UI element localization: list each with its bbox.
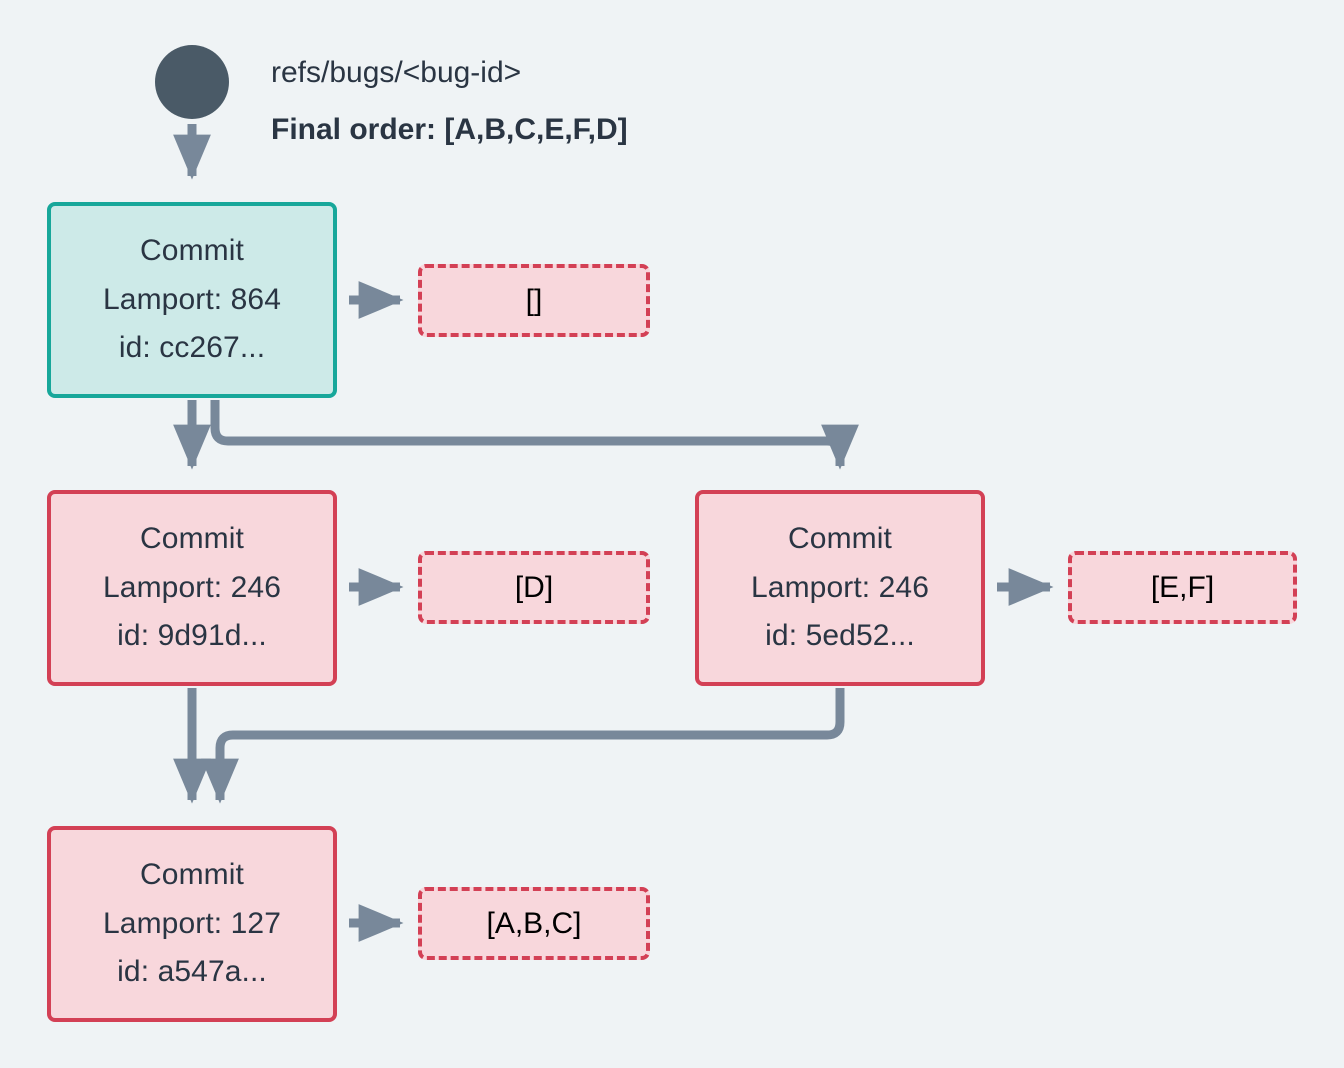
ops-box-bottom[interactable]: [A,B,C] <box>418 887 650 960</box>
commit-id: id: cc267... <box>118 331 266 365</box>
commit-id: id: a547a... <box>117 955 267 989</box>
commit-lamport: Lamport: 864 <box>103 282 281 316</box>
commit-lamport: Lamport: 246 <box>103 570 281 604</box>
commit-node-bottom[interactable]: Commit Lamport: 127 id: a547a... <box>47 826 337 1022</box>
ops-box-head[interactable]: [] <box>418 264 650 337</box>
commit-node-right-mid[interactable]: Commit Lamport: 246 id: 5ed52... <box>695 490 985 686</box>
edge-head-to-right-mid <box>210 400 859 470</box>
commit-lamport: Lamport: 127 <box>103 906 281 940</box>
ref-path-label: refs/bugs/<bug-id> <box>271 56 522 89</box>
ops-label: [E,F] <box>1150 570 1215 604</box>
edge-right-mid-to-bottom <box>201 688 845 804</box>
commit-title: Commit <box>140 522 244 556</box>
ops-box-left-mid[interactable]: [D] <box>418 551 650 624</box>
commit-node-head[interactable]: Commit Lamport: 864 id: cc267... <box>47 202 337 398</box>
ops-label: [] <box>525 283 543 317</box>
ops-label: [A,B,C] <box>486 906 582 940</box>
commit-id: id: 5ed52... <box>765 619 915 653</box>
commit-title: Commit <box>140 234 244 268</box>
ops-label: [D] <box>514 570 554 604</box>
commit-title: Commit <box>140 858 244 892</box>
commit-node-left-mid[interactable]: Commit Lamport: 246 id: 9d91d... <box>47 490 337 686</box>
ref-pointer-node[interactable] <box>155 45 229 119</box>
ops-box-right-mid[interactable]: [E,F] <box>1068 551 1297 624</box>
final-order-label: Final order: [A,B,C,E,F,D] <box>271 113 628 146</box>
commit-lamport: Lamport: 246 <box>751 570 929 604</box>
commit-title: Commit <box>788 522 892 556</box>
commit-id: id: 9d91d... <box>117 619 267 653</box>
